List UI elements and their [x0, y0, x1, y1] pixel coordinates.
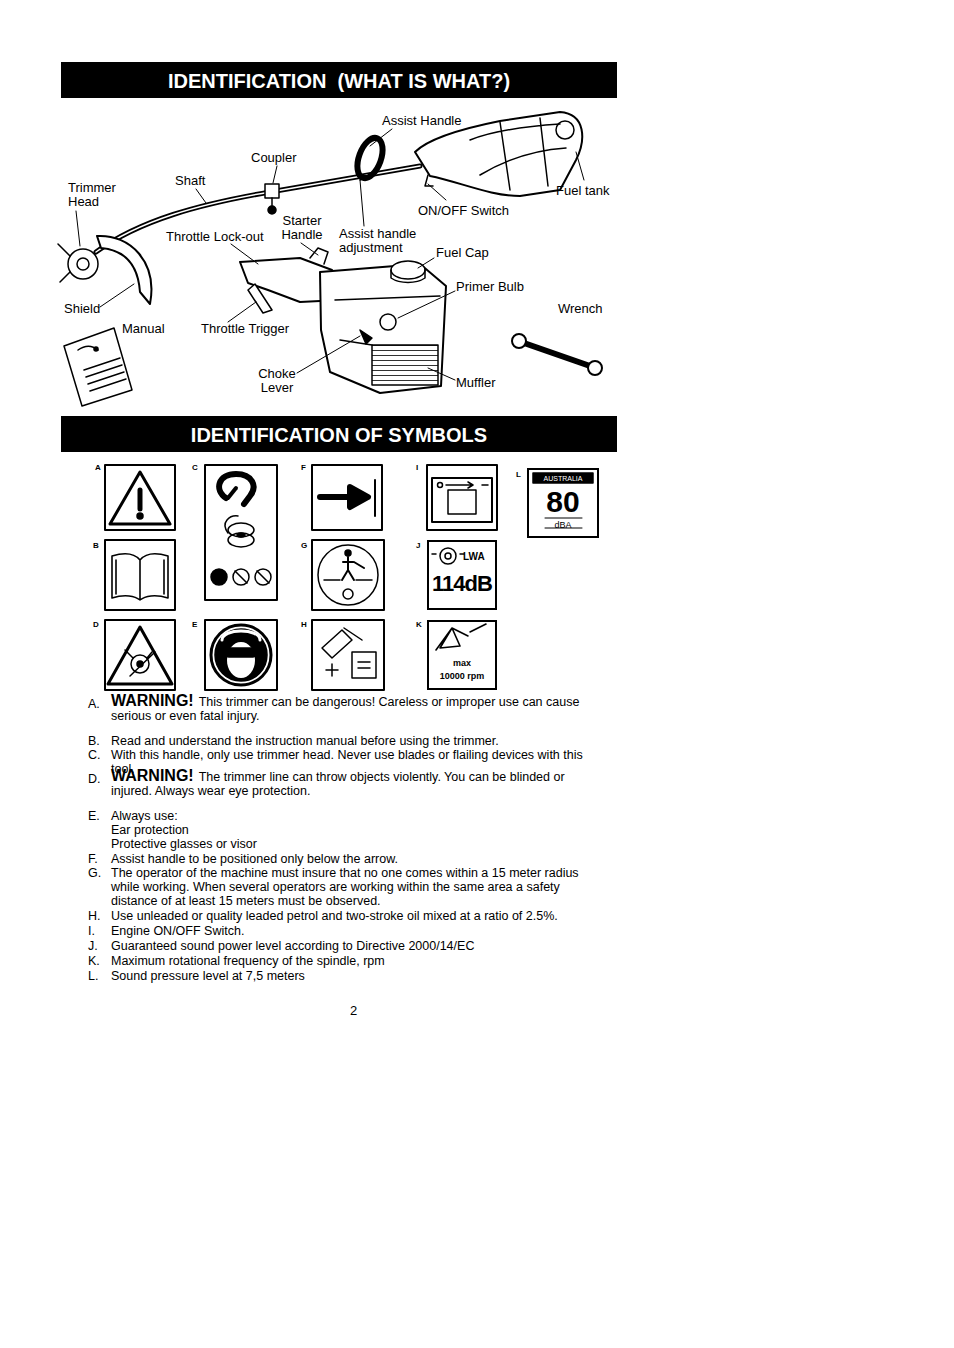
part-label: Trimmer Head — [68, 181, 128, 209]
part-label: Muffler — [456, 376, 496, 390]
list-item: I. Engine ON/OFF Switch. — [88, 924, 608, 938]
symbol-text: AUSTRALIA — [529, 475, 597, 483]
list-item: B. Read and understand the instruction ma… — [88, 734, 608, 748]
symbol-letter: C — [192, 463, 198, 472]
list-item: D. WARNING!The trimmer line can throw obj… — [88, 769, 608, 798]
item-body: Engine ON/OFF Switch. — [111, 924, 606, 938]
part-label: Assist Handle — [382, 114, 461, 128]
item-letter: E. — [88, 809, 100, 823]
warning-word: WARNING! — [111, 692, 194, 709]
symbol-letter: I — [416, 463, 418, 472]
part-label: Choke Lever — [252, 367, 302, 395]
item-text: Maximum rotational frequency of the spin… — [111, 954, 606, 968]
item-body: The operator of the machine must insure … — [111, 866, 606, 908]
part-label: Fuel tank — [556, 184, 609, 198]
list-item: G. The operator of the machine must insur… — [88, 866, 608, 908]
symbol-text: 114dB — [429, 572, 495, 596]
item-body: Maximum rotational frequency of the spin… — [111, 954, 606, 968]
symbol-letter: B — [93, 541, 99, 550]
item-letter: D. — [88, 772, 101, 786]
list-item: A. WARNING!This trimmer can be dangerous!… — [88, 694, 608, 723]
item-text: Assist handle to be positioned only belo… — [111, 852, 606, 866]
item-text: Protective glasses or visor — [111, 837, 606, 851]
part-label: Throttle Trigger — [201, 322, 289, 336]
item-letter: J. — [88, 939, 98, 953]
item-body: Assist handle to be positioned only belo… — [111, 852, 606, 866]
item-body: Always use:Ear protectionProtective glas… — [111, 809, 606, 851]
section-title: IDENTIFICATION OF SYMBOLS — [61, 424, 617, 446]
list-item: H. Use unleaded or quality leaded petrol … — [88, 909, 608, 923]
symbol-letter: G — [301, 541, 307, 550]
symbol-text: LWA — [463, 551, 493, 562]
list-item: E. Always use:Ear protectionProtective gl… — [88, 809, 608, 851]
item-text: Sound pressure level at 7,5 meters — [111, 969, 606, 983]
symbol-letter: K — [416, 620, 422, 629]
symbol-letter: E — [192, 620, 197, 629]
item-letter: C. — [88, 748, 101, 762]
part-label: Primer Bulb — [456, 280, 524, 294]
list-item: K. Maximum rotational frequency of the sp… — [88, 954, 608, 968]
part-label: Coupler — [251, 151, 297, 165]
item-letter: I. — [88, 924, 95, 938]
symbol-text: 80 — [529, 485, 597, 518]
list-item: J. Guaranteed sound power level according… — [88, 939, 608, 953]
symbol-letter: L — [516, 470, 521, 479]
part-label: Shaft — [175, 174, 205, 188]
symbol-letter: F — [301, 463, 306, 472]
list-item: F. Assist handle to be positioned only be… — [88, 852, 608, 866]
page-number: 2 — [350, 1004, 357, 1018]
part-label: Throttle Lock-out — [166, 230, 264, 244]
symbol-letter: H — [301, 620, 307, 629]
part-label: Manual — [122, 322, 165, 336]
item-body: WARNING!This trimmer can be dangerous! C… — [111, 694, 606, 723]
item-text: Engine ON/OFF Switch. — [111, 924, 606, 938]
symbol-letter: A — [95, 463, 101, 472]
item-letter: H. — [88, 909, 101, 923]
item-text: Guaranteed sound power level according t… — [111, 939, 606, 953]
item-text: Use unleaded or quality leaded petrol an… — [111, 909, 606, 923]
item-letter: B. — [88, 734, 100, 748]
item-letter: F. — [88, 852, 98, 866]
part-label: Fuel Cap — [436, 246, 489, 260]
item-letter: K. — [88, 954, 100, 968]
item-text: Read and understand the instruction manu… — [111, 734, 606, 748]
symbol-letter: D — [93, 620, 99, 629]
symbol-text: dBA — [529, 520, 597, 530]
part-label: Wrench — [558, 302, 603, 316]
item-text: Always use: — [111, 809, 606, 823]
item-body: Guaranteed sound power level according t… — [111, 939, 606, 953]
symbol-box: AUSTRALIA 80 dBA — [527, 468, 599, 538]
symbol-box: LWA 114dB — [427, 540, 497, 610]
item-body: WARNING!The trimmer line can throw objec… — [111, 769, 606, 798]
item-letter: A. — [88, 697, 100, 711]
item-body: Use unleaded or quality leaded petrol an… — [111, 909, 606, 923]
item-letter: L. — [88, 969, 98, 983]
item-text: The operator of the machine must insure … — [111, 866, 606, 908]
part-label: Assist handle adjustment — [339, 227, 431, 255]
symbol-letter: J — [416, 541, 420, 550]
item-letter: G. — [88, 866, 101, 880]
part-label: Starter Handle — [276, 214, 328, 242]
part-label: Shield — [64, 302, 100, 316]
item-body: Read and understand the instruction manu… — [111, 734, 606, 748]
part-label: ON/OFF Switch — [418, 204, 509, 218]
section-band: IDENTIFICATION OF SYMBOLS — [61, 416, 617, 452]
section-title: IDENTIFICATION (WHAT IS WHAT?) — [61, 70, 617, 92]
symbol-text: max — [429, 658, 495, 668]
item-text: Ear protection — [111, 823, 606, 837]
section-band: IDENTIFICATION (WHAT IS WHAT?) — [61, 62, 617, 98]
list-item: L. Sound pressure level at 7,5 meters — [88, 969, 608, 983]
item-body: Sound pressure level at 7,5 meters — [111, 969, 606, 983]
symbol-box: max 10000 rpm — [427, 620, 497, 690]
warning-word: WARNING! — [111, 767, 194, 784]
symbol-text: 10000 rpm — [429, 671, 495, 681]
